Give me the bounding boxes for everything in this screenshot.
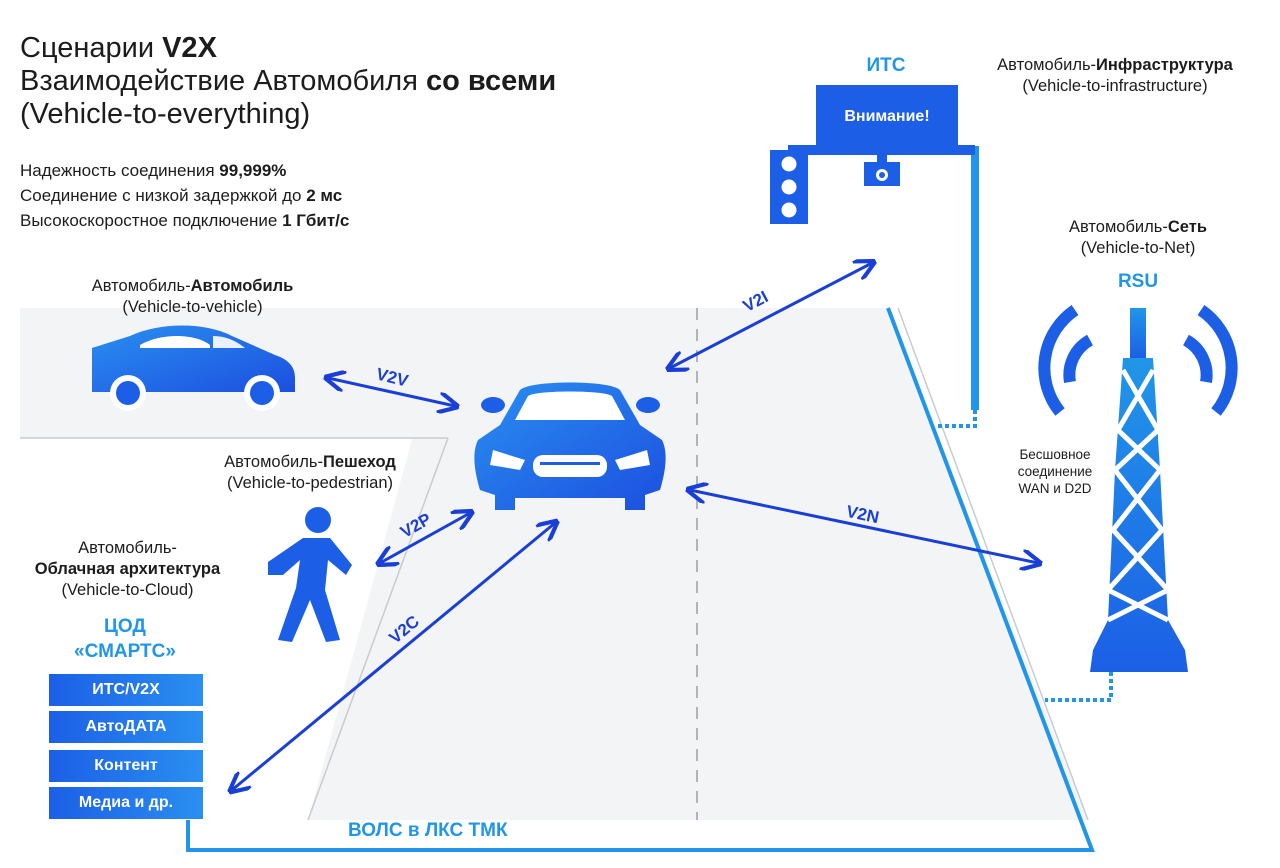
pedestrian-icon: [268, 507, 352, 642]
rsu-dotted-link: [1045, 672, 1113, 702]
title-line-2: Взаимодействие Автомобиля со всеми: [20, 65, 557, 97]
feature-speed: Высокоскоростное подключение 1 Гбит/с: [20, 211, 350, 230]
its-pole: [960, 146, 979, 410]
its-dotted-link: [938, 410, 977, 428]
its-title: ИТС: [866, 55, 906, 76]
v2n-label: Автомобиль-Сеть(Vehicle-to-Net): [1069, 218, 1207, 257]
feature-latency: Соединение с низкой задержкой до 2 мс: [20, 186, 343, 205]
v2v-label: Автомобиль-Автомобиль(Vehicle-to-vehicle…: [91, 277, 294, 316]
service-content[interactable]: Контент: [49, 750, 203, 782]
side-car-icon: [92, 325, 295, 411]
v2p-label: Автомобиль-Пешеход(Vehicle-to-pedestrian…: [224, 453, 396, 492]
dc-title: ЦОД«СМАРТС»: [74, 616, 176, 662]
fiber-line: [186, 307, 1095, 852]
v2n-arrow: [690, 490, 1038, 563]
rsu-title: RSU: [1117, 271, 1159, 292]
title-line-1: Сценарии V2X: [20, 32, 217, 64]
v2i-label: Автомобиль-Инфраструктура(Vehicle-to-inf…: [997, 56, 1233, 95]
front-car-icon: [474, 382, 666, 510]
v2c-label: Автомобиль-Облачная архитектура(Vehicle-…: [34, 539, 221, 599]
v2c-arrow: [232, 523, 555, 790]
title-line-3: (Vehicle-to-everything): [20, 98, 311, 130]
service-its-v2x[interactable]: ИТС/V2X: [49, 674, 203, 706]
service-media[interactable]: Медиа и др.: [49, 787, 203, 819]
camera-icon: [864, 155, 900, 186]
v2i-arrow: [670, 263, 872, 368]
rsu-tower-icon: [1038, 305, 1238, 672]
v2v-arrow: [328, 378, 455, 406]
its-sign-text: Внимание!: [844, 108, 930, 125]
fiber-label: ВОЛС в ЛКС ТМК: [348, 820, 508, 841]
its-sign-board: [816, 85, 958, 150]
feature-reliability: Надежность соединения 99,999%: [20, 161, 287, 180]
service-avtodata[interactable]: АвтоДАТА: [49, 711, 203, 743]
